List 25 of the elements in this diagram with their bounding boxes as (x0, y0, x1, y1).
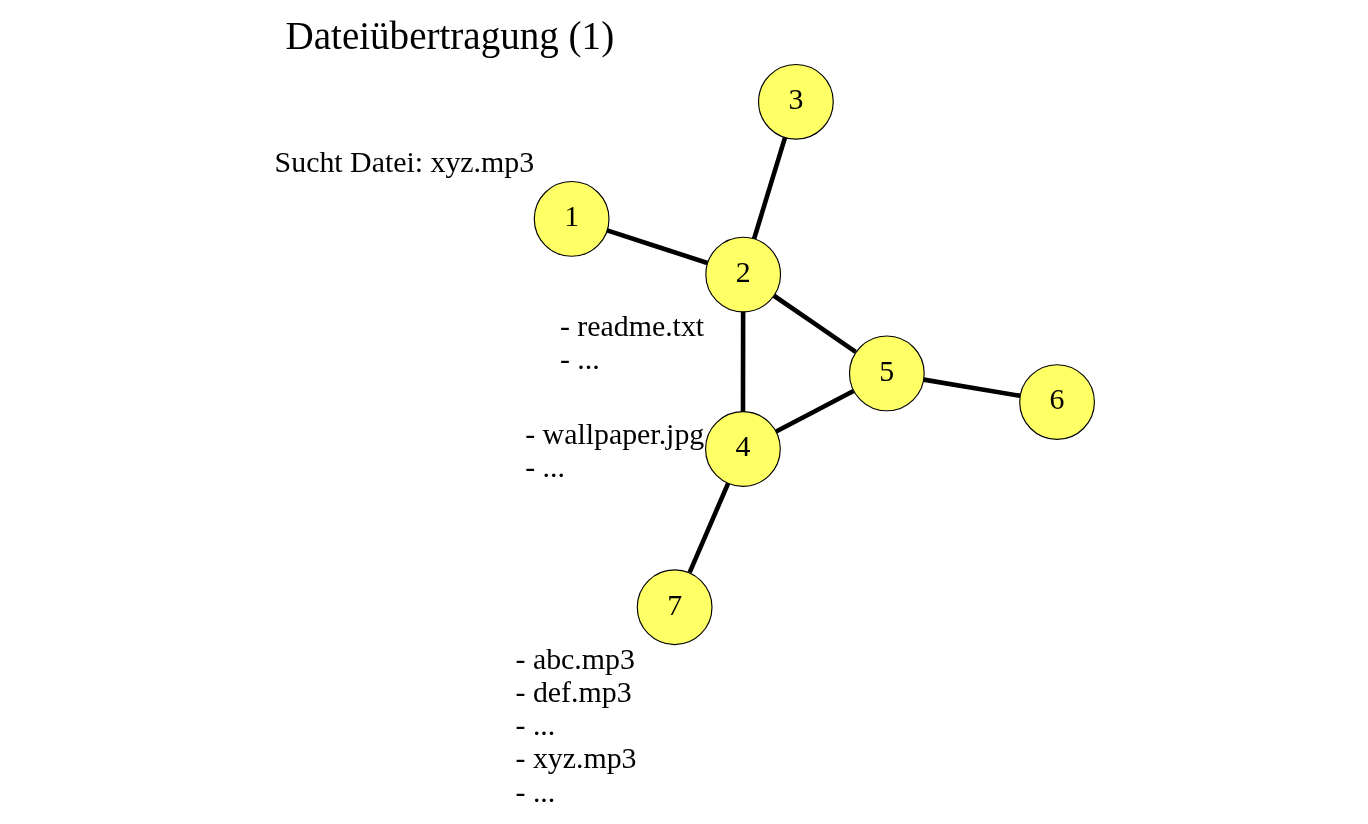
node-circle: 6 (1018, 364, 1095, 440)
node-label: - xyz.mp3 (514, 741, 637, 775)
connector (922, 377, 1021, 399)
node-circle: 4 (704, 411, 781, 487)
node-label: - ... (559, 342, 600, 376)
node-circle: 2 (704, 236, 781, 313)
connector (740, 312, 745, 412)
node-label: - abc.mp3 (514, 641, 635, 675)
connector (772, 293, 857, 354)
connector (751, 136, 787, 240)
connector (605, 228, 708, 266)
node-circle: 1 (533, 180, 610, 257)
node-label: - ... (524, 449, 565, 483)
node-circle: 3 (757, 63, 834, 140)
connector (774, 388, 855, 434)
node-label: - wallpaper.jpg (524, 416, 704, 450)
node-label: - ... (514, 708, 555, 742)
node-label: Sucht Datei: xyz.mp3 (274, 145, 534, 179)
diagram-title: Dateiübertragung (1) (285, 13, 614, 57)
node-label: - ... (514, 774, 555, 808)
node-circle: 7 (636, 569, 713, 646)
connector (687, 482, 730, 574)
node-label: - def.mp3 (514, 674, 632, 708)
node-circle: 5 (848, 335, 925, 412)
node-label: - readme.txt (559, 308, 704, 342)
